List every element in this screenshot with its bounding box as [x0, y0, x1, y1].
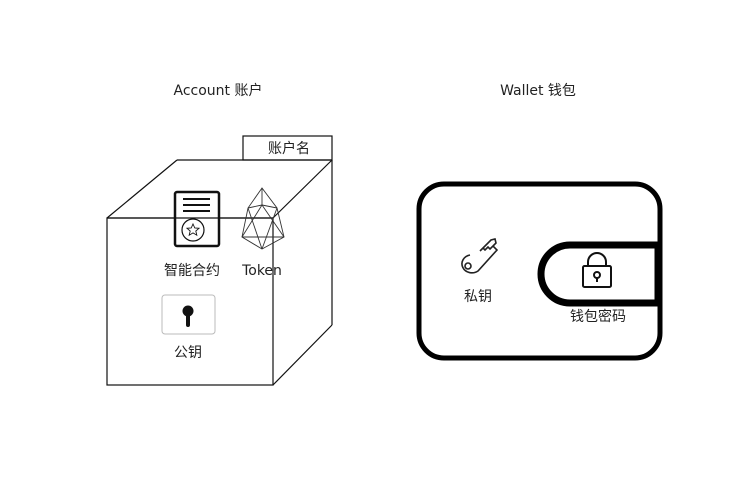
account-title: Account 账户 — [174, 82, 263, 99]
token-label: Token — [241, 263, 282, 279]
smart-contract-icon — [107, 190, 273, 248]
private-key-label: 私钥 — [464, 289, 492, 305]
wallet-password-lock-icon — [582, 252, 612, 288]
account-name-tab — [242, 135, 333, 161]
token-eos-icon — [241, 187, 285, 250]
public-key-keyhole-icon — [161, 294, 216, 335]
wallet-title: Wallet 钱包 — [500, 83, 576, 99]
private-key-icon — [461, 238, 499, 274]
account-name-label: 账户名 — [268, 140, 310, 157]
account-cube — [106, 135, 333, 386]
wallet-password-label: 钱包密码 — [570, 308, 626, 325]
wallet-icon — [416, 181, 663, 361]
public-key-label: 公钥 — [174, 345, 202, 361]
smart-contract-label: 智能合约 — [164, 263, 220, 279]
